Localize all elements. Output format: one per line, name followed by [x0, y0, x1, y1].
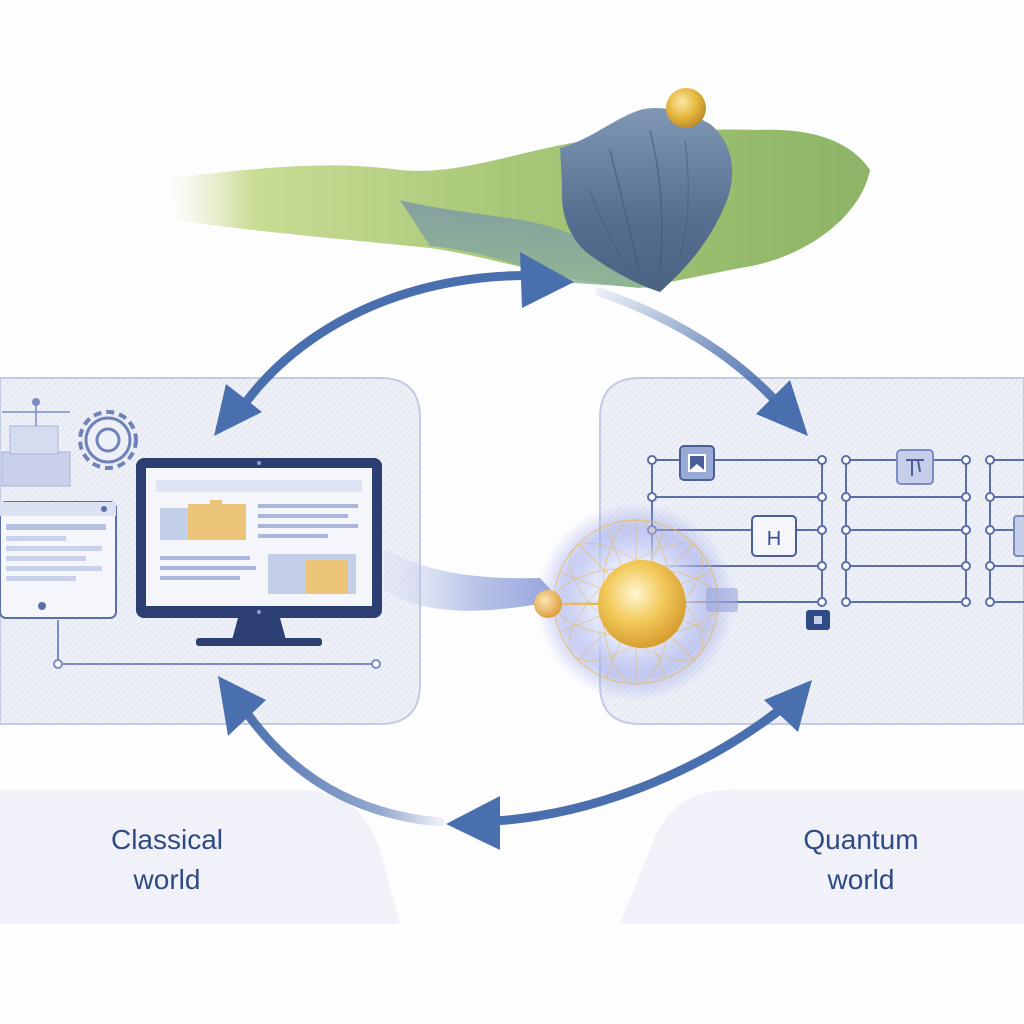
potential-well — [560, 107, 733, 292]
arrow-bottom-right — [446, 680, 812, 850]
quantum-particle — [534, 590, 562, 618]
server-stack-icon — [1, 398, 71, 487]
landscape-icon — [170, 88, 870, 292]
landscape-front-face — [400, 200, 650, 288]
classical-label-line-1: Classical — [110, 824, 224, 855]
quantum-world-label: Quantum world — [731, 820, 991, 900]
quantum-label-line-2: world — [827, 864, 895, 895]
hadamard-gate-letter: H — [767, 528, 781, 550]
quantum-label-bg — [620, 790, 1024, 924]
quantum-sphere-icon — [534, 502, 738, 702]
arrow-top-left — [214, 252, 574, 436]
classical-label-bg — [0, 790, 400, 924]
gate-box-1 — [679, 445, 715, 481]
quantum-label-line-1: Quantum — [803, 824, 919, 855]
data-beam — [384, 548, 560, 611]
browser-window-icon — [0, 501, 117, 619]
quantum-core — [598, 560, 686, 648]
gold-ball — [666, 88, 706, 128]
hadamard-gate: H — [751, 515, 797, 557]
gate-box-2 — [896, 449, 934, 485]
gear-icon — [78, 410, 138, 470]
gate-box-3 — [1013, 515, 1024, 557]
classical-panel — [0, 377, 421, 725]
arrow-bottom-left — [218, 676, 445, 827]
classical-world-label: Classical world — [37, 820, 297, 900]
classical-label-line-2: world — [133, 864, 201, 895]
computer-monitor-icon — [136, 458, 382, 646]
arrow-top-right — [595, 287, 808, 436]
